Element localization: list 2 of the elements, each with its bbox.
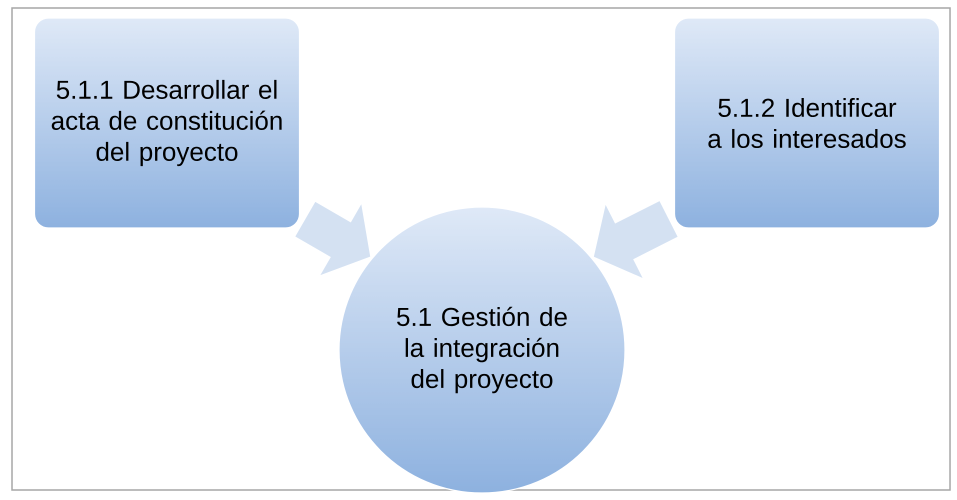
process-box: 5.1.1 Desarrollar el acta de constitución del proyecto [34,17,300,229]
process-box: 5.1.2 Identificar a los interesados [674,17,940,229]
